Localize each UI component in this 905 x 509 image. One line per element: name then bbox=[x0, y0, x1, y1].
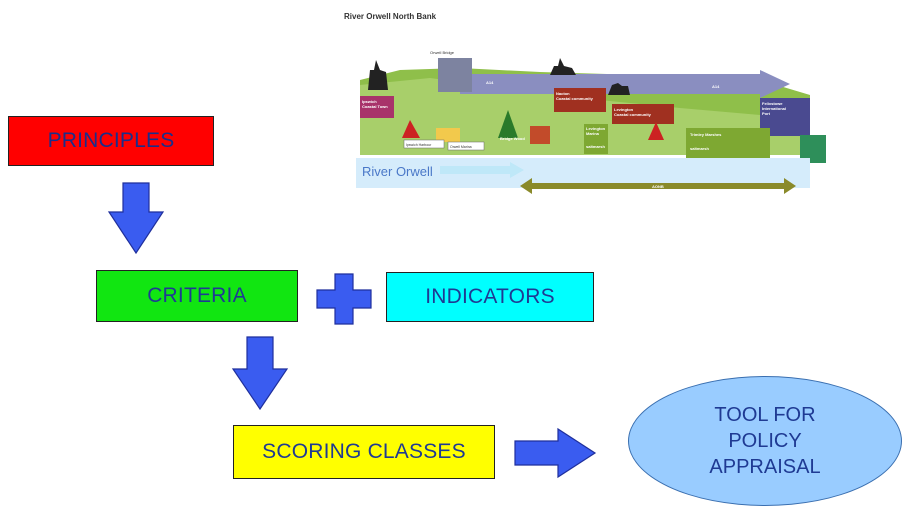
river-orwell-map: River Orwell North Bank A14 A14 Orwell B… bbox=[344, 12, 826, 194]
indicators-box: INDICATORS bbox=[386, 272, 594, 322]
down-arrow-2 bbox=[231, 336, 289, 411]
map-saltmarsh-2: saltmarsh bbox=[690, 146, 709, 151]
scoring-classes-box: SCORING CLASSES bbox=[233, 425, 495, 479]
map-bridge-wood: Bridge Wood bbox=[500, 136, 525, 141]
principles-label: PRINCIPLES bbox=[47, 129, 175, 152]
map-aonb: AONB bbox=[652, 184, 664, 189]
principles-box: PRINCIPLES bbox=[8, 116, 214, 166]
tool-label: TOOL FOR POLICY APPRAISAL bbox=[709, 404, 821, 478]
map-title: River Orwell North Bank bbox=[344, 12, 437, 21]
map-ipswich-harbour: Ipswich Harbour bbox=[406, 143, 432, 147]
map-orwell-marina: Orwell Marina bbox=[450, 145, 472, 149]
map-saltmarsh-1: saltmarsh bbox=[586, 144, 605, 149]
right-arrow bbox=[514, 427, 597, 479]
criteria-label: CRITERIA bbox=[147, 284, 247, 307]
map-a14-right: A14 bbox=[712, 84, 720, 89]
plus-icon bbox=[316, 273, 372, 325]
criteria-box: CRITERIA bbox=[96, 270, 298, 322]
map-trimley-marshes: Trimley Marshes bbox=[690, 132, 722, 137]
down-arrow-1 bbox=[107, 182, 165, 255]
map-river-orwell: River Orwell bbox=[362, 164, 433, 179]
tool-for-policy-appraisal-ellipse: TOOL FOR POLICY APPRAISAL bbox=[628, 376, 902, 506]
map-orwell-bridge: Orwell Bridge bbox=[430, 50, 455, 55]
indicators-label: INDICATORS bbox=[425, 285, 555, 308]
map-a14-left: A14 bbox=[486, 80, 494, 85]
scoring-classes-label: SCORING CLASSES bbox=[262, 440, 466, 463]
